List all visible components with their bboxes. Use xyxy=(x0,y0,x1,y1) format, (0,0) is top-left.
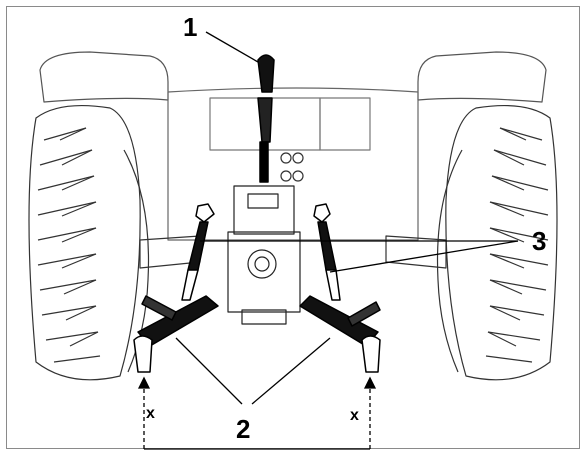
leader-2-right xyxy=(251,337,331,405)
figure-border xyxy=(6,6,580,449)
callout-3-label: 3 xyxy=(532,226,546,256)
tractor-rear-icon xyxy=(28,51,558,381)
dimension-x-right-label: x xyxy=(350,407,359,424)
callout-1-label: 1 xyxy=(183,12,197,42)
three-point-hitch-icon xyxy=(133,54,381,373)
leader-lines xyxy=(175,31,519,405)
dimension-x-left-label: x xyxy=(146,405,155,422)
leader-3-right xyxy=(329,240,519,273)
dimension-lines xyxy=(137,376,377,450)
leader-2-left xyxy=(175,337,243,405)
callout-2-label: 2 xyxy=(236,414,250,444)
leader-1 xyxy=(205,31,259,63)
